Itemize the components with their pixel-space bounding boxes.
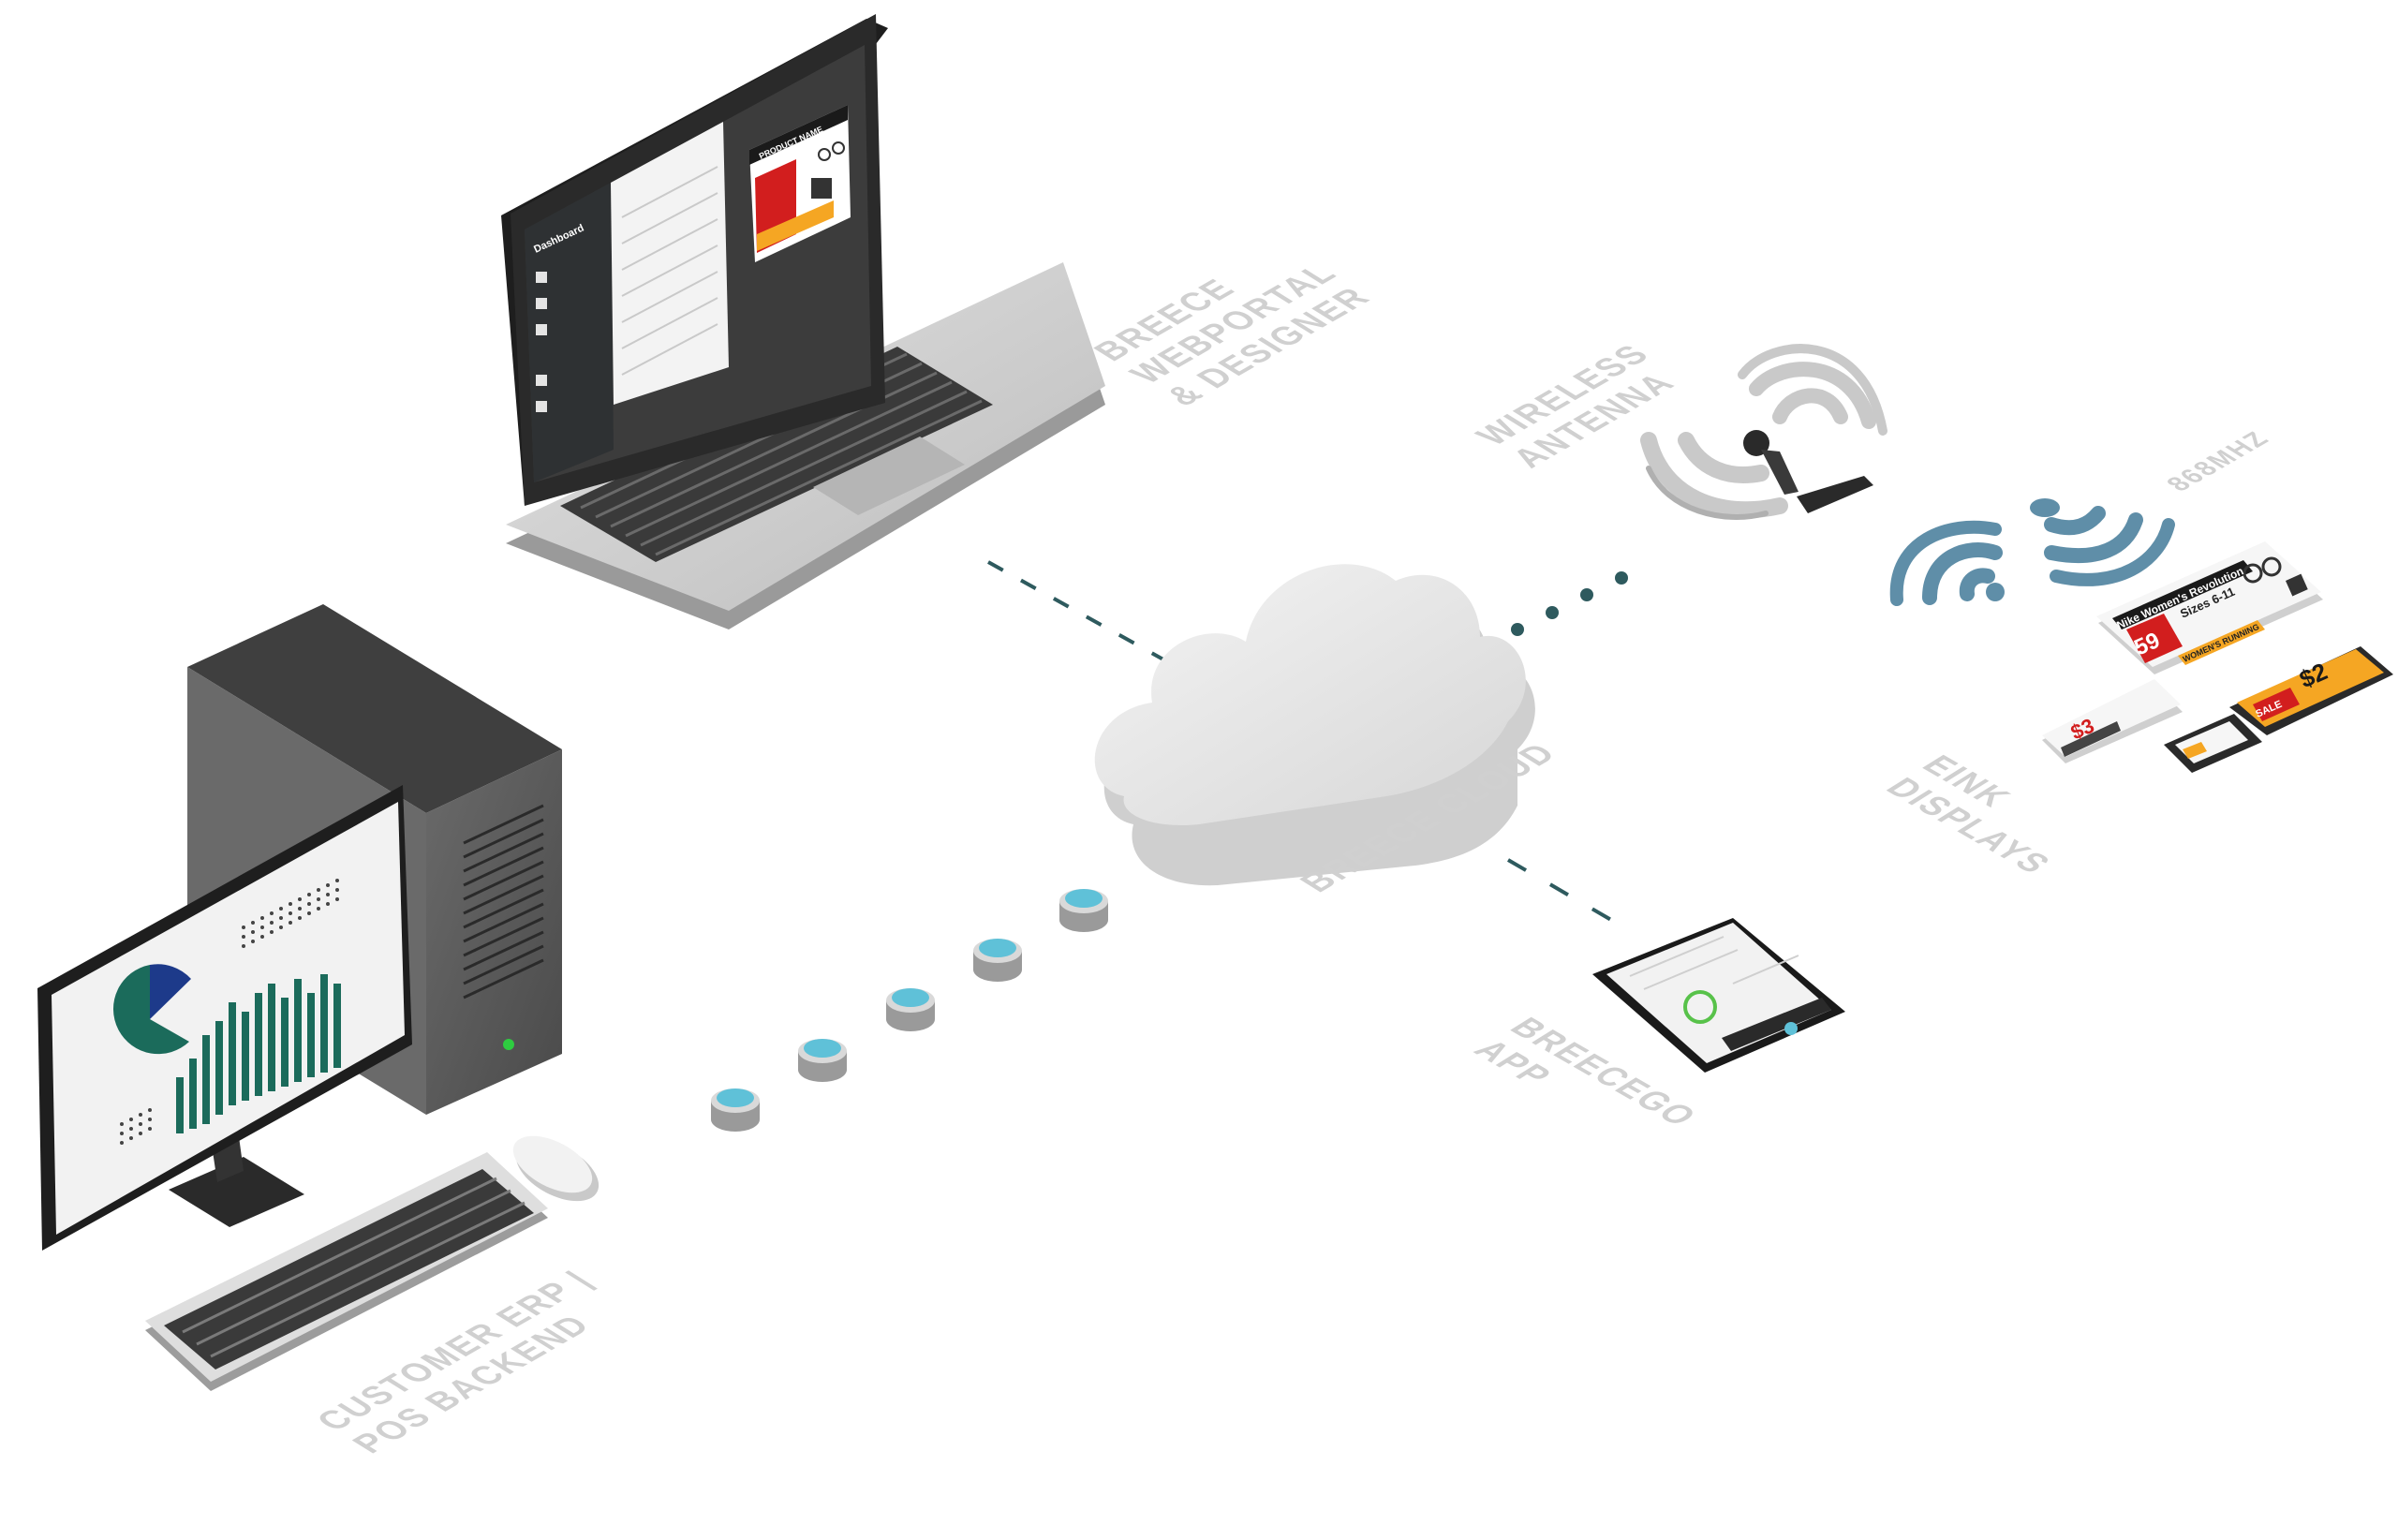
wifi-signal-right <box>2044 506 2175 586</box>
phone <box>1592 918 1845 1073</box>
monitor-pie-chart <box>112 964 191 1055</box>
monitor-bar-chart <box>176 974 341 1133</box>
antenna <box>1640 344 1887 520</box>
database-disc <box>886 988 935 1031</box>
antenna-waves-right <box>1738 344 1887 436</box>
phone-screen <box>1606 923 1831 1063</box>
database-disc <box>973 939 1022 982</box>
eink-tag-orange: SALE $2 <box>2229 646 2393 735</box>
laptop: Dashboard PRODUCT NAME <box>501 14 1105 629</box>
database-stack <box>711 889 1108 1132</box>
database-disc <box>1059 889 1108 932</box>
eink-tag-small: $3 <box>2042 679 2183 763</box>
laptop-screen: Dashboard PRODUCT NAME <box>525 45 871 482</box>
connector-laptop-cloud <box>987 560 1205 684</box>
tower-vent <box>463 804 544 1000</box>
laptop-touchpad <box>813 437 965 515</box>
desktop-monitor <box>37 785 412 1251</box>
eink-tag-mini <box>2164 714 2262 773</box>
database-disc <box>798 1039 847 1082</box>
connector-cloud-antenna <box>1511 571 1628 636</box>
wifi-signal-left <box>1889 520 2003 606</box>
power-led <box>503 1039 514 1050</box>
desktop-mouse <box>512 1135 600 1202</box>
eink-tag-large: Nike Women's Revolution 59 Sizes 6-11 WO… <box>2096 541 2323 674</box>
antenna-head <box>1743 430 1769 456</box>
desktop-keyboard <box>145 1152 548 1391</box>
database-disc <box>711 1088 760 1132</box>
cloud <box>1094 564 1535 886</box>
monitor-screen <box>52 802 405 1235</box>
antenna-waves-left <box>1640 432 1788 520</box>
connector-cloud-app <box>1506 858 1613 922</box>
